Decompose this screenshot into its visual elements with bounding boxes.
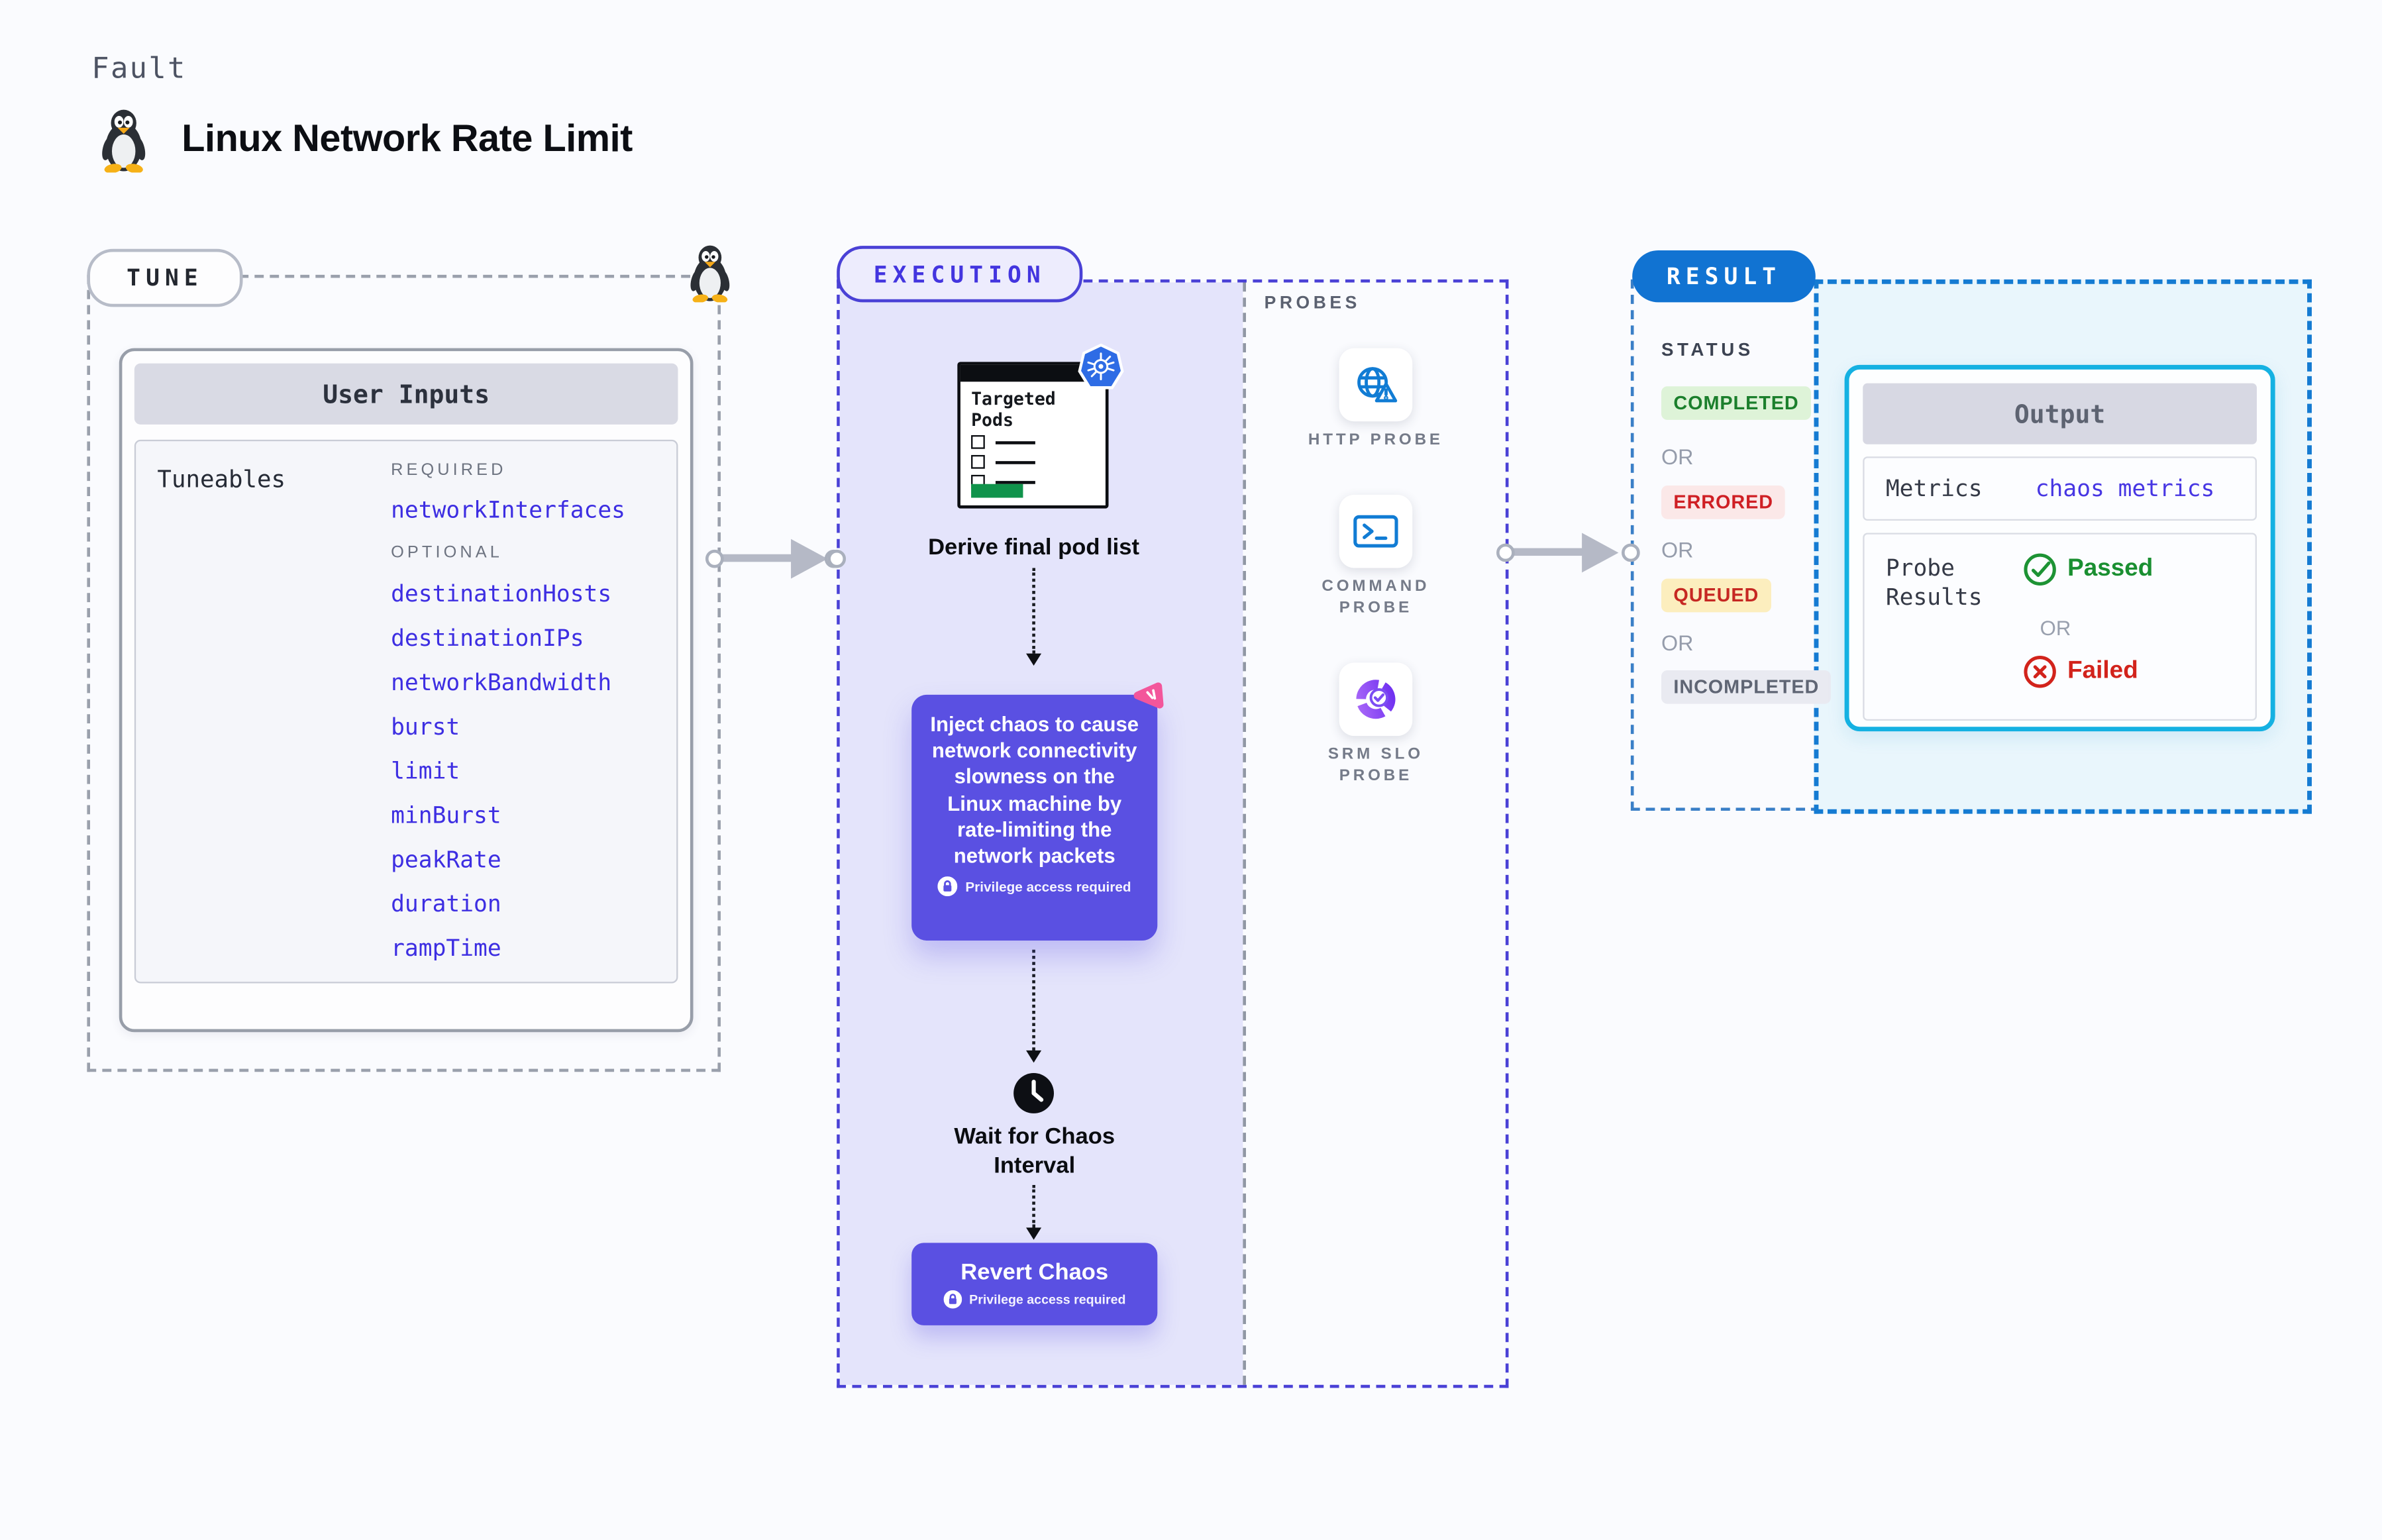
required-section-label: REQUIRED (391, 461, 507, 480)
lock-icon (937, 876, 958, 897)
or-label: OR (2040, 617, 2071, 640)
pod-list-row (971, 454, 1035, 469)
revert-chaos-label: Revert Chaos (960, 1259, 1109, 1286)
tuneables-panel: Tuneables REQUIRED networkInterfaces OPT… (134, 439, 678, 984)
status-badge-incompleted: INCOMPLETED (1661, 670, 1832, 704)
metrics-row: Metrics chaos metrics (1863, 456, 2257, 521)
pod-list-row (971, 435, 1035, 449)
inject-chaos-card: Inject chaos to cause network connectivi… (911, 694, 1158, 941)
flow-arrowhead (1026, 653, 1042, 666)
flow-arrowhead (1026, 1227, 1042, 1240)
status-badge-queued: QUEUED (1661, 578, 1771, 613)
tuneable-item: rampTime (391, 933, 501, 962)
flow-dotted-line (1032, 949, 1035, 1051)
tune-region (87, 274, 721, 1072)
output-card: Output Metrics chaos metrics Probe Resul… (1844, 364, 2275, 732)
connector-dot (705, 549, 724, 568)
clock-icon (1012, 1072, 1055, 1122)
kubernetes-icon (1078, 343, 1124, 389)
privilege-label: Privilege access required (965, 879, 1131, 895)
tune-badge: TUNE (87, 248, 243, 307)
probe-results-row: Probe Results Passed OR Failed (1863, 533, 2257, 721)
inject-chaos-text: Inject chaos to cause network connectivi… (930, 713, 1139, 868)
privilege-label: Privilege access required (969, 1292, 1126, 1308)
connector-dot (1496, 543, 1515, 562)
tuneable-item: duration (391, 889, 501, 917)
derive-pod-list-label: Derive final pod list (928, 534, 1140, 560)
srm-slo-probe-card (1339, 662, 1413, 737)
tuneable-item: networkBandwidth (391, 668, 612, 695)
slo-gauge-icon (1356, 680, 1396, 719)
user-inputs-card: User Inputs Tuneables REQUIRED networkIn… (119, 348, 694, 1033)
tuneable-item: minBurst (391, 801, 501, 829)
output-title: Output (1863, 383, 2257, 444)
or-label: OR (1661, 444, 1694, 469)
srm-slo-probe-label: SRM SLO PROBE (1327, 744, 1424, 785)
http-probe-card (1339, 348, 1413, 422)
tune-penguin-icon (686, 244, 735, 310)
execution-badge: EXECUTION (837, 246, 1083, 303)
user-inputs-title: User Inputs (134, 363, 678, 425)
globe-alert-icon (1357, 366, 1398, 402)
tuneable-item: burst (391, 712, 460, 740)
failed-x-icon (2024, 656, 2056, 688)
flow-arrowhead (1026, 1050, 1042, 1063)
flow-dotted-line (1032, 568, 1035, 654)
tune-to-execution-arrow (721, 554, 800, 562)
terminal-icon (1353, 515, 1398, 548)
probe-results-label: Probe Results (1885, 554, 1983, 611)
status-badge-errored: ERRORED (1661, 486, 1786, 519)
wait-chaos-label: Wait for Chaos Interval (954, 1123, 1115, 1178)
command-probe-card (1339, 494, 1413, 568)
flow-dotted-line (1032, 1184, 1035, 1228)
passed-check-icon (2024, 553, 2056, 586)
revert-chaos-card: Revert Chaos Privilege access required (911, 1243, 1158, 1325)
status-badge-completed: COMPLETED (1661, 386, 1812, 420)
tuneable-item: limit (391, 756, 460, 784)
tuneable-item: destinationHosts (391, 579, 612, 607)
tuneable-item: destinationIPs (391, 623, 584, 652)
pods-card-title: Targeted Pods (971, 387, 1056, 431)
http-probe-label: HTTP PROBE (1308, 431, 1443, 449)
failed-label: Failed (2067, 658, 2138, 684)
arrow-head (1582, 533, 1619, 573)
checkbox-icon (971, 454, 985, 469)
row-line (995, 460, 1035, 464)
tuneable-item: peakRate (391, 845, 501, 873)
probes-divider (1243, 282, 1246, 1385)
chaos-experiment-icon (1130, 681, 1164, 722)
lock-icon (943, 1290, 962, 1309)
probes-to-result-arrow (1512, 548, 1591, 556)
row-line (995, 480, 1035, 484)
tuneables-list: REQUIRED networkInterfaces OPTIONAL dest… (391, 450, 625, 970)
progress-bar (971, 484, 1023, 498)
metrics-label: Metrics (1885, 474, 1983, 503)
tuneables-label: Tuneables (157, 466, 286, 493)
optional-section-label: OPTIONAL (391, 543, 503, 562)
probes-section-label: PROBES (1264, 294, 1361, 313)
metrics-value-link: chaos metrics (2035, 474, 2215, 503)
page-title: Linux Network Rate Limit (181, 117, 633, 161)
targeted-pods-card: Targeted Pods (957, 362, 1109, 509)
row-line (995, 440, 1035, 444)
linux-penguin-icon (96, 109, 151, 180)
or-label: OR (1661, 537, 1694, 562)
page-kicker: Fault (91, 52, 187, 86)
result-badge: RESULT (1632, 250, 1816, 303)
connector-dot (1622, 543, 1640, 562)
status-section-label: STATUS (1661, 338, 1754, 361)
passed-label: Passed (2067, 556, 2153, 582)
checkbox-icon (971, 435, 985, 449)
connector-dot (827, 549, 847, 568)
arrow-head (791, 539, 828, 579)
command-probe-label: COMMAND PROBE (1321, 577, 1430, 617)
or-label: OR (1661, 631, 1694, 655)
tuneable-item: networkInterfaces (391, 495, 626, 523)
